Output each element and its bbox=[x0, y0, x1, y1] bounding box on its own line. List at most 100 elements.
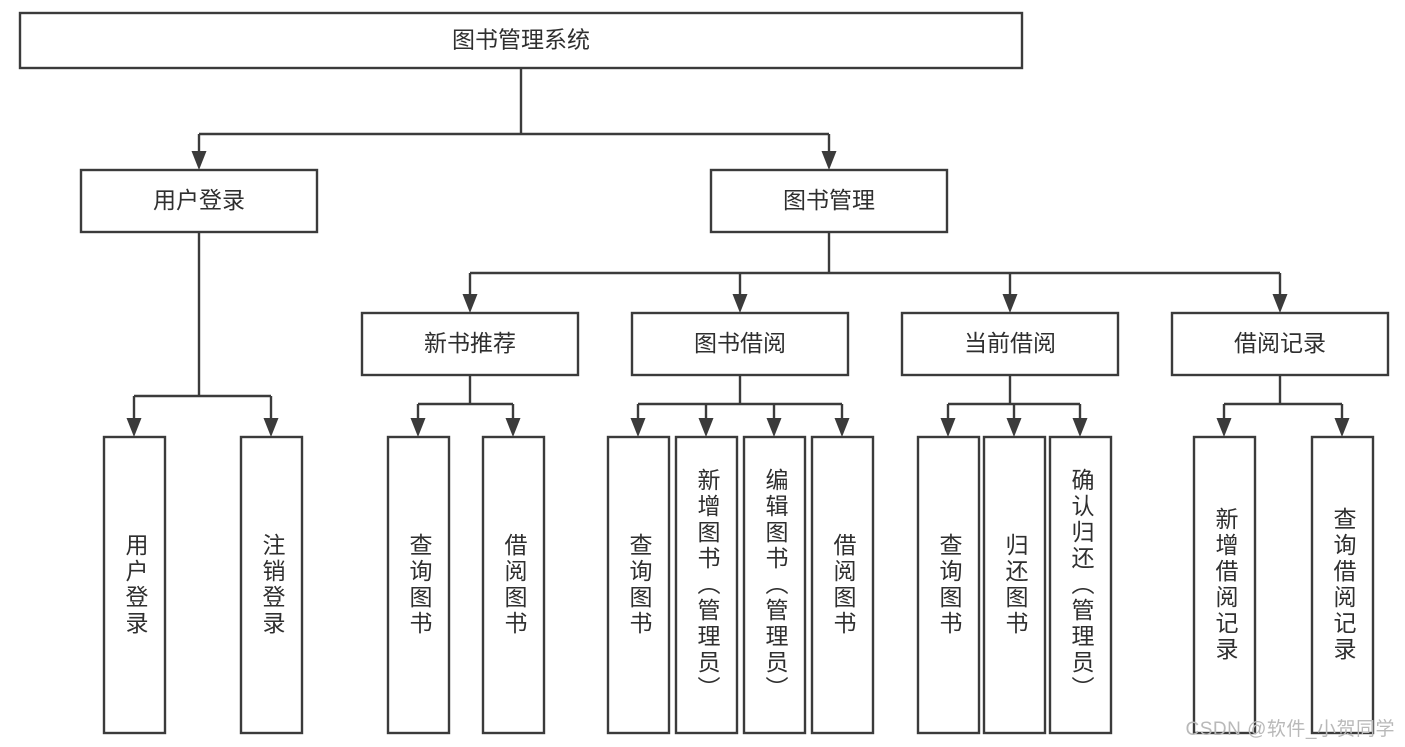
node-user-login-label: 用户登录 bbox=[153, 187, 245, 213]
node-user-login[interactable]: 用户登录 bbox=[79, 168, 319, 234]
node-leaf-query-book-cur-box[interactable] bbox=[916, 435, 981, 735]
arrow-head-icon bbox=[1072, 418, 1088, 437]
arrow-head-icon bbox=[940, 418, 956, 437]
node-leaf-query-book-rec[interactable]: 查询图书 bbox=[386, 435, 451, 735]
node-leaf-return-book-label: 归还图书 bbox=[1002, 533, 1028, 637]
node-leaf-borrow-book-rec-box[interactable] bbox=[481, 435, 546, 735]
node-borrow-record[interactable]: 借阅记录 bbox=[1170, 311, 1390, 377]
node-leaf-query-book-cur[interactable]: 查询图书 bbox=[916, 435, 981, 735]
node-book-borrow-label: 图书借阅 bbox=[694, 330, 786, 356]
node-leaf-return-book[interactable]: 归还图书 bbox=[982, 435, 1047, 735]
connector-group-2 bbox=[126, 232, 279, 437]
node-leaf-borrow-book-label-wrap: 借阅图书 bbox=[830, 533, 856, 637]
node-leaf-query-book[interactable]: 查询图书 bbox=[606, 435, 671, 735]
node-root[interactable]: 图书管理系统 bbox=[18, 11, 1024, 70]
node-borrow-record-box[interactable] bbox=[1170, 311, 1390, 377]
node-leaf-query-book-rec-label: 查询图书 bbox=[406, 533, 432, 637]
connector-group-0 bbox=[191, 68, 837, 170]
node-leaf-add-book[interactable]: 新增图书（管理员） bbox=[674, 435, 739, 735]
arrow-head-icon bbox=[698, 418, 714, 437]
node-leaf-return-book-box[interactable] bbox=[982, 435, 1047, 735]
arrow-head-icon bbox=[1272, 294, 1288, 313]
node-new-book-rec-label: 新书推荐 bbox=[424, 330, 516, 356]
node-new-book-rec-box[interactable] bbox=[360, 311, 580, 377]
arrow-head-icon bbox=[462, 294, 478, 313]
node-leaf-edit-book-label: 编辑图书（管理员） bbox=[762, 468, 788, 702]
node-leaf-query-book-cur-label-wrap: 查询图书 bbox=[936, 533, 962, 637]
node-leaf-add-record-label: 新增借阅记录 bbox=[1212, 507, 1238, 663]
arrow-head-icon bbox=[1334, 418, 1350, 437]
node-leaf-add-book-label: 新增图书（管理员） bbox=[694, 468, 720, 702]
node-root-label: 图书管理系统 bbox=[452, 27, 590, 53]
node-leaf-borrow-book[interactable]: 借阅图书 bbox=[810, 435, 875, 735]
node-leaf-edit-book-box[interactable] bbox=[742, 435, 807, 735]
node-leaf-add-record-box[interactable] bbox=[1192, 435, 1257, 735]
node-leaf-borrow-book-rec-label: 借阅图书 bbox=[501, 533, 527, 637]
arrow-head-icon bbox=[1216, 418, 1232, 437]
arrow-head-icon bbox=[630, 418, 646, 437]
node-leaf-logout-label: 注销登录 bbox=[259, 533, 285, 637]
node-leaf-logout-label-wrap: 注销登录 bbox=[259, 533, 285, 637]
node-user-login-box[interactable] bbox=[79, 168, 319, 234]
node-leaf-borrow-book-rec[interactable]: 借阅图书 bbox=[481, 435, 546, 735]
node-book-manage[interactable]: 图书管理 bbox=[709, 168, 949, 234]
node-root-box[interactable] bbox=[18, 11, 1024, 70]
node-leaf-query-book-label-wrap: 查询图书 bbox=[626, 533, 652, 637]
node-leaf-query-book-label: 查询图书 bbox=[626, 533, 652, 637]
arrow-head-icon bbox=[263, 418, 279, 437]
arrow-head-icon bbox=[834, 418, 850, 437]
node-leaf-query-book-box[interactable] bbox=[606, 435, 671, 735]
node-leaf-return-book-label-wrap: 归还图书 bbox=[1002, 533, 1028, 637]
node-leaf-add-record[interactable]: 新增借阅记录 bbox=[1192, 435, 1257, 735]
node-leaf-edit-book[interactable]: 编辑图书（管理员） bbox=[742, 435, 807, 735]
node-current-borrow-label: 当前借阅 bbox=[964, 330, 1056, 356]
node-leaf-logout[interactable]: 注销登录 bbox=[239, 435, 304, 735]
arrow-head-icon bbox=[821, 151, 837, 170]
node-leaf-user-login-label-wrap: 用户登录 bbox=[122, 533, 148, 637]
node-borrow-record-label: 借阅记录 bbox=[1234, 330, 1326, 356]
node-book-manage-label: 图书管理 bbox=[783, 187, 875, 213]
node-new-book-rec[interactable]: 新书推荐 bbox=[360, 311, 580, 377]
node-leaf-borrow-book-label: 借阅图书 bbox=[830, 533, 856, 637]
node-leaf-borrow-book-box[interactable] bbox=[810, 435, 875, 735]
node-leaf-borrow-book-rec-label-wrap: 借阅图书 bbox=[501, 533, 527, 637]
node-current-borrow[interactable]: 当前借阅 bbox=[900, 311, 1120, 377]
csdn-watermark: CSDN @软件_小贺同学 bbox=[1185, 719, 1395, 740]
arrow-head-icon bbox=[1002, 294, 1018, 313]
node-leaf-query-record-label: 查询借阅记录 bbox=[1330, 507, 1356, 663]
arrow-head-icon bbox=[191, 151, 207, 170]
node-leaf-query-book-cur-label: 查询图书 bbox=[936, 533, 962, 637]
node-leaf-confirm-return[interactable]: 确认归还（管理员） bbox=[1048, 435, 1113, 735]
node-leaf-add-book-box[interactable] bbox=[674, 435, 739, 735]
node-leaf-query-record[interactable]: 查询借阅记录 bbox=[1310, 435, 1375, 735]
node-leaf-confirm-return-label: 确认归还（管理员） bbox=[1068, 468, 1094, 702]
connector-group-4 bbox=[630, 375, 850, 437]
node-leaf-user-login-box[interactable] bbox=[102, 435, 167, 735]
arrow-head-icon bbox=[766, 418, 782, 437]
connector-group-3 bbox=[410, 375, 521, 437]
connector-layer bbox=[126, 68, 1350, 437]
node-leaf-confirm-return-box[interactable] bbox=[1048, 435, 1113, 735]
arrow-head-icon bbox=[410, 418, 426, 437]
node-leaf-query-book-rec-label-wrap: 查询图书 bbox=[406, 533, 432, 637]
node-leaf-add-record-label-wrap: 新增借阅记录 bbox=[1212, 507, 1238, 663]
connector-group-1 bbox=[462, 232, 1288, 313]
node-current-borrow-box[interactable] bbox=[900, 311, 1120, 377]
arrow-head-icon bbox=[1006, 418, 1022, 437]
node-leaf-query-book-rec-box[interactable] bbox=[386, 435, 451, 735]
node-leaf-logout-box[interactable] bbox=[239, 435, 304, 735]
node-leaf-confirm-return-label-wrap: 确认归还（管理员） bbox=[1068, 468, 1094, 702]
node-leaf-user-login[interactable]: 用户登录 bbox=[102, 435, 167, 735]
node-book-borrow-box[interactable] bbox=[630, 311, 850, 377]
arrow-head-icon bbox=[126, 418, 142, 437]
arrow-head-icon bbox=[505, 418, 521, 437]
connector-group-6 bbox=[1216, 375, 1350, 437]
node-leaf-add-book-label-wrap: 新增图书（管理员） bbox=[694, 468, 720, 702]
node-leaf-query-record-box[interactable] bbox=[1310, 435, 1375, 735]
node-book-manage-box[interactable] bbox=[709, 168, 949, 234]
node-book-borrow[interactable]: 图书借阅 bbox=[630, 311, 850, 377]
connector-group-5 bbox=[940, 375, 1088, 437]
node-layer: 图书管理系统用户登录图书管理新书推荐图书借阅当前借阅借阅记录用户登录注销登录查询… bbox=[18, 11, 1390, 735]
